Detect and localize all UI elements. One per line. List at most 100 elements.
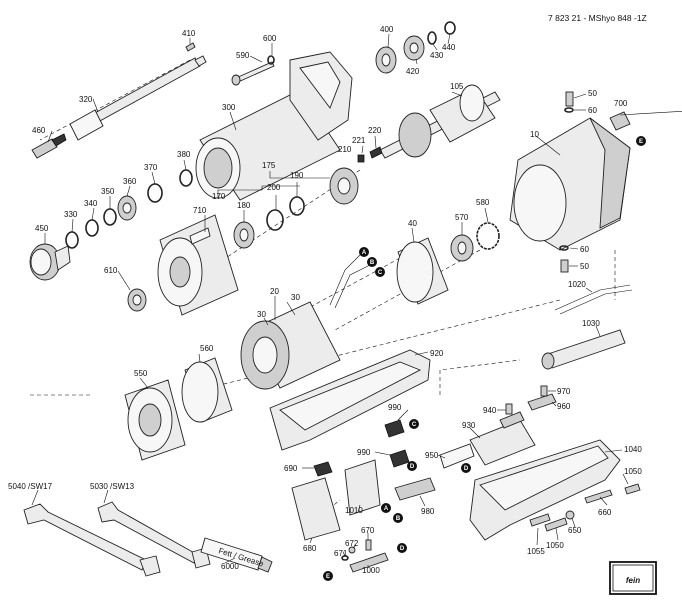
callout-labels: 410 600 590 400 420 430 440 320 300 105 …: [8, 25, 642, 575]
document-code: 7 823 21 - MShyo 848 -1Z: [548, 13, 647, 23]
badge-a-top: A: [359, 247, 369, 257]
badge-a-cover: A: [381, 503, 391, 513]
callout-950: 950: [425, 451, 439, 460]
part-440-washer: [444, 21, 456, 35]
part-930-switch: [469, 411, 536, 466]
part-1030-cable-sleeve: [541, 329, 626, 370]
part-300-gear-housing: [195, 51, 353, 201]
callout-6000: 6000: [221, 562, 239, 571]
callout-672: 672: [345, 539, 359, 548]
callout-590: 590: [236, 51, 250, 60]
part-320-shaft: [69, 55, 207, 141]
callout-430: 430: [430, 51, 444, 60]
callout-180: 180: [237, 201, 251, 210]
svg-text:C: C: [378, 270, 383, 276]
svg-text:D: D: [464, 466, 469, 472]
part-1040-handle-half: [469, 439, 621, 541]
callout-175: 175: [262, 161, 276, 170]
part-340-washer: [85, 219, 99, 237]
part-960-cable-clamp: [527, 393, 557, 411]
badge-e-top: E: [636, 136, 646, 146]
part-680-cover-plate: [291, 477, 341, 541]
callout-680: 680: [303, 544, 317, 553]
part-40-air-guide: [396, 237, 449, 305]
part-350-washer: [103, 208, 117, 226]
part-430-ring: [427, 31, 437, 45]
part-210-pin: [357, 154, 365, 163]
part-410-key: [185, 42, 196, 52]
callout-650: 650: [568, 526, 582, 535]
reference-badges: A B C E D C D A B D E: [323, 136, 646, 581]
callout-60-top: 60: [588, 106, 597, 115]
part-450-collet-nut: [29, 243, 71, 281]
svg-text:E: E: [326, 574, 330, 580]
svg-text:B: B: [396, 516, 401, 522]
callout-30-left: 30: [257, 310, 266, 319]
svg-text:A: A: [384, 506, 389, 512]
callout-550: 550: [134, 369, 148, 378]
badge-b-top: B: [367, 257, 377, 267]
callout-580: 580: [476, 198, 490, 207]
callout-1020: 1020: [568, 280, 586, 289]
callout-660: 660: [598, 508, 612, 517]
part-1010-cover: [344, 459, 381, 516]
part-10-motor-housing: [509, 117, 631, 251]
svg-text:B: B: [370, 260, 375, 266]
callout-10: 10: [530, 130, 539, 139]
part-190-washer: [289, 196, 305, 216]
callout-300: 300: [222, 103, 236, 112]
callout-700: 700: [614, 99, 628, 108]
callout-50-lower: 50: [580, 262, 589, 271]
callout-440: 440: [442, 43, 456, 52]
part-5040-wrench-sw17: [23, 503, 161, 577]
callout-360: 360: [123, 177, 137, 186]
part-690-button: [313, 461, 333, 477]
callout-220: 220: [368, 126, 382, 135]
part-175-bearing: [329, 167, 359, 205]
part-950-actuator: [439, 443, 475, 469]
callout-970: 970: [557, 387, 571, 396]
callout-105: 105: [450, 82, 464, 91]
callout-40: 40: [408, 219, 417, 228]
callout-20: 20: [270, 287, 279, 296]
part-560-cap: [181, 357, 233, 423]
part-30-cable-leads: [329, 254, 371, 309]
part-1020-cable: [554, 284, 633, 315]
callout-1030: 1030: [582, 319, 600, 328]
part-550-flange: [124, 379, 186, 461]
part-460-tool-bit: [31, 133, 67, 159]
badge-c-top: C: [375, 267, 385, 277]
callout-200: 200: [267, 183, 281, 192]
callout-980: 980: [421, 507, 435, 516]
part-20-stator: [240, 301, 341, 390]
callout-570: 570: [455, 213, 469, 222]
callout-940: 940: [483, 406, 497, 415]
leader-lines: [31, 33, 682, 566]
part-700-cap: [609, 111, 631, 131]
callout-1050-lower: 1050: [546, 541, 564, 550]
callout-410: 410: [182, 29, 196, 38]
part-670-screw: [365, 539, 372, 551]
part-1050-screw-right: [624, 483, 641, 495]
part-170-bearing-flange: [157, 214, 239, 316]
part-420-gear: [403, 35, 425, 61]
callout-560: 560: [200, 344, 214, 353]
part-940-screw: [505, 403, 513, 415]
part-672-nut: [348, 546, 356, 554]
callout-670: 670: [361, 526, 375, 535]
callout-170: 170: [212, 192, 226, 201]
callout-600: 600: [263, 34, 277, 43]
part-590-screw: [231, 61, 275, 86]
part-50-screw-lower: [560, 259, 569, 273]
callout-1050-right: 1050: [624, 467, 642, 476]
callout-350: 350: [101, 187, 115, 196]
part-570-bearing: [450, 234, 474, 262]
callout-50-top: 50: [588, 89, 597, 98]
part-200-washer: [266, 209, 284, 231]
part-970-screw: [540, 385, 548, 397]
callout-400: 400: [380, 25, 394, 34]
part-600-washer: [267, 55, 275, 65]
part-60-washer-lower: [559, 245, 569, 251]
